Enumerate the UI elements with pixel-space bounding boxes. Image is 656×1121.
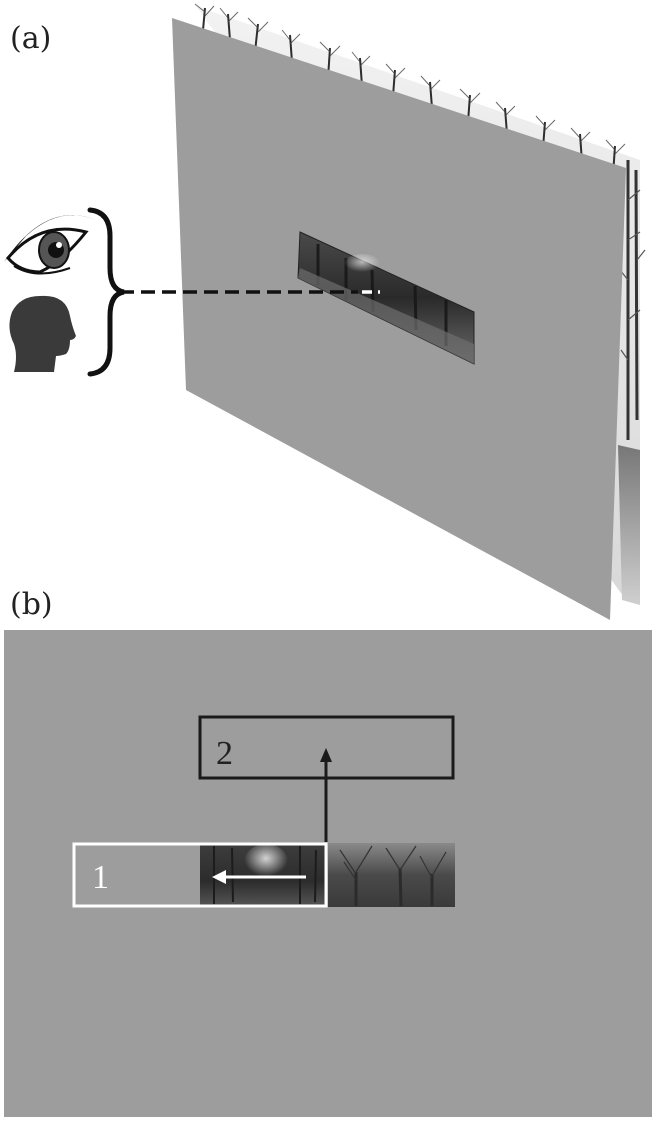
box-1 — [72, 842, 328, 908]
panel-a-label: (a) — [10, 21, 51, 56]
box-2-label: 2 — [216, 735, 233, 772]
panel-b-label: (b) — [10, 587, 53, 622]
image-patch-right — [328, 843, 455, 907]
curly-brace — [87, 207, 125, 377]
eye-icon — [4, 215, 96, 275]
left-arrow — [212, 870, 306, 884]
box-1-label: 1 — [92, 859, 109, 896]
head-silhouette-icon — [9, 295, 76, 372]
up-arrow — [320, 748, 332, 842]
